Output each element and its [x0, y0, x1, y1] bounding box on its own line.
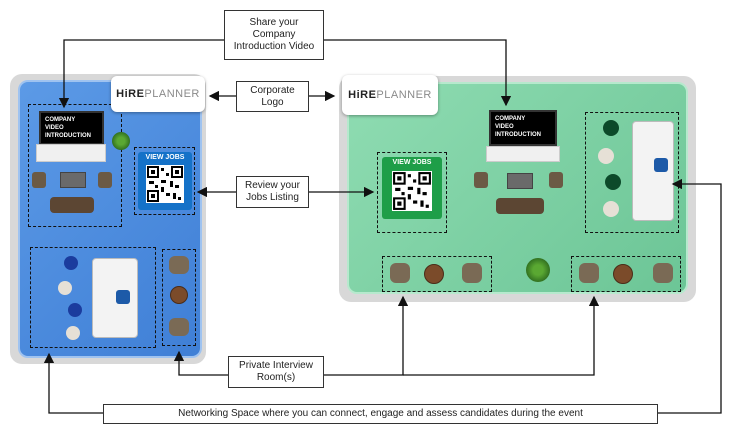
right-view-jobs-board[interactable]: VIEW JOBS [382, 157, 442, 219]
logo-callout-text: Corporate Logo [250, 84, 295, 108]
right-networking-zone [585, 112, 679, 233]
left-logo-planner: PLANNER [144, 88, 200, 100]
right-logo-hi: HiRE [348, 89, 377, 101]
left-networking-zone [30, 247, 156, 348]
right-pouf-2 [598, 148, 614, 164]
left-desk-chair [116, 290, 130, 304]
right-qr-code-icon [392, 171, 432, 211]
right-tv-shelf [486, 146, 560, 162]
left-chair-1 [32, 172, 46, 188]
right-interview-1-chair-2 [462, 263, 482, 283]
video-callout: Share your Company Introduction Video [224, 10, 324, 60]
left-pouf-1 [64, 256, 78, 270]
left-coffee-table [60, 172, 86, 188]
left-tv-text: COMPANY VIDEO INTRODUCTION [45, 117, 91, 139]
interview-arrow-left-icon [173, 350, 228, 376]
left-view-jobs-board[interactable]: VIEW JOBS [138, 152, 192, 210]
left-sofa [50, 197, 94, 213]
video-callout-text: Share your Company Introduction Video [233, 17, 315, 52]
left-qr-code-icon [146, 165, 184, 203]
right-interview-zone-1 [382, 256, 492, 292]
right-tv-icon: COMPANY VIDEO INTRODUCTION [489, 110, 557, 146]
networking-callout: Networking Space where you can connect, … [103, 404, 658, 424]
networking-arrow-right-icon [658, 178, 722, 414]
left-interview-chair-1 [169, 256, 189, 274]
left-tv-shelf [36, 144, 106, 162]
right-interview-2-chair-1 [579, 263, 599, 283]
right-chair-1 [474, 172, 488, 188]
left-plant-icon [112, 132, 130, 150]
networking-arrow-left-icon [43, 352, 103, 414]
right-tv-text: COMPANY VIDEO INTRODUCTION [495, 116, 541, 138]
right-interview-1-table [424, 264, 444, 284]
right-chair-2 [549, 172, 563, 188]
left-jobs-zone [134, 147, 195, 215]
video-arrow-left-icon [58, 39, 224, 109]
left-pouf-2 [58, 281, 72, 295]
interview-callout: Private Interview Room(s) [228, 356, 324, 388]
right-logo-planner: PLANNER [376, 89, 432, 101]
right-plant-icon [526, 258, 550, 282]
right-view-jobs-label: VIEW JOBS [392, 159, 432, 166]
right-pouf-4 [603, 201, 619, 217]
right-interview-1-chair-1 [390, 263, 410, 283]
networking-callout-text: Networking Space where you can connect, … [178, 408, 583, 419]
interview-callout-text: Private Interview Room(s) [239, 360, 313, 383]
logo-callout: Corporate Logo [236, 81, 309, 112]
left-chair-2 [98, 172, 112, 188]
left-reception-desk [92, 258, 138, 338]
interview-arrow-mid-icon [324, 295, 409, 376]
right-jobs-zone [377, 152, 447, 233]
right-interview-zone-2 [571, 256, 681, 292]
left-video-zone [28, 104, 122, 227]
left-pouf-4 [66, 326, 80, 340]
right-desk-chair [654, 158, 668, 172]
right-pouf-3 [605, 174, 621, 190]
video-arrow-right-icon [324, 39, 512, 107]
left-logo-hi: HiRE [116, 88, 145, 100]
right-interview-2-chair-2 [653, 263, 673, 283]
left-view-jobs-label: VIEW JOBS [145, 154, 185, 161]
left-interview-chair-2 [169, 318, 189, 336]
jobs-callout-text: Review your Jobs Listing [244, 180, 301, 203]
interview-arrow-right-icon [403, 295, 600, 376]
right-sofa [496, 198, 544, 214]
right-pouf-1 [603, 120, 619, 136]
jobs-callout: Review your Jobs Listing [236, 176, 309, 208]
left-interview-table [170, 286, 188, 304]
left-interview-zone [162, 249, 196, 346]
right-interview-2-table [613, 264, 633, 284]
right-coffee-table [507, 173, 533, 189]
left-pouf-3 [68, 303, 82, 317]
